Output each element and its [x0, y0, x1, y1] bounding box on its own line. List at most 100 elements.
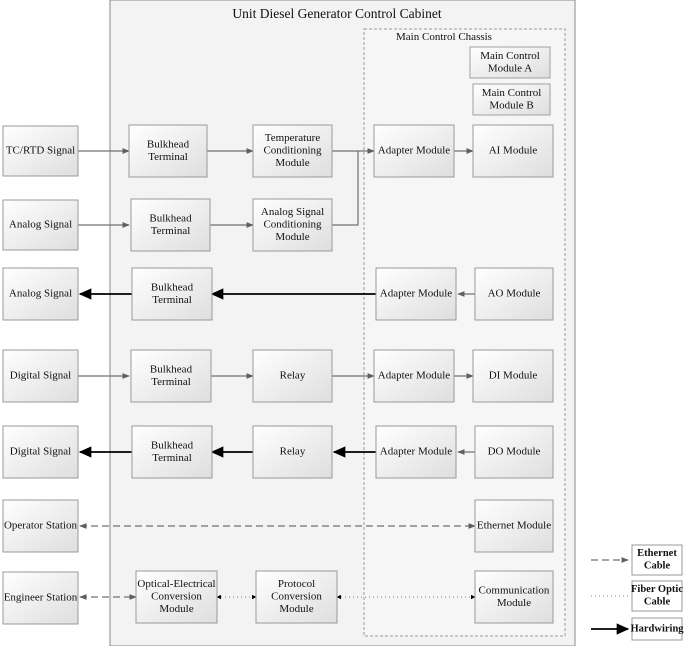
aomod-label-line: AO Module [488, 288, 541, 300]
legend-fiber-label-line: Cable [644, 597, 671, 608]
external-eng-box [2, 571, 79, 625]
ad4-label-line: Adapter Module [380, 446, 453, 458]
domod-box [474, 425, 554, 479]
ascm-label-line: Conditioning [263, 219, 322, 231]
connectors [78, 148, 476, 600]
relay2-block: Relay [252, 425, 333, 479]
relay1-box [252, 349, 333, 403]
mcma-label-line: Main Control [480, 50, 540, 62]
external-do-box [2, 425, 79, 479]
tcm-label-line: Conditioning [263, 145, 322, 157]
eth-box [474, 499, 554, 553]
bt3-label-line: Bulkhead [151, 281, 194, 293]
bt4-box [130, 349, 212, 403]
bt4-label-line: Terminal [151, 376, 191, 388]
bt5-label-line: Terminal [152, 452, 192, 464]
oec-label-line: Conversion [151, 591, 202, 603]
ad3-box [373, 349, 455, 403]
legend-fiber-box [631, 580, 683, 612]
external-ao-label-line: Analog Signal [9, 288, 72, 300]
relay1-label-line: Relay [280, 370, 306, 382]
domod-block: DO Module [474, 425, 554, 479]
legend-eth-label-line: Ethernet [637, 548, 677, 559]
domod-label-line: DO Module [488, 446, 541, 458]
comm-label-line: Module [497, 597, 531, 609]
external-di-block: Digital Signal [2, 349, 79, 403]
ascm-box [252, 198, 333, 252]
external-tc-block: TC/RTD Signal [2, 125, 79, 177]
bt5-box [131, 425, 213, 479]
ad3-block: Adapter Module [373, 349, 455, 403]
mcma-label-line: Module A [488, 62, 532, 74]
mcma-box [469, 46, 551, 79]
ad1-label-line: Adapter Module [378, 145, 451, 157]
tcm-label-line: Module [275, 157, 309, 169]
pcm-box [255, 570, 338, 624]
bt1-label-line: Bulkhead [147, 138, 190, 150]
bt1-label-line: Terminal [148, 151, 188, 163]
ad3-label-line: Adapter Module [378, 370, 451, 382]
aomod-block: AO Module [474, 267, 554, 321]
ad1-block: Adapter Module [373, 124, 455, 178]
aimod-label-line: AI Module [489, 145, 538, 157]
dimod-box [472, 349, 554, 403]
legend-hard-block: Hardwiring [630, 617, 684, 641]
aomod-box [474, 267, 554, 321]
external-eng-block: Engineer Station [2, 571, 79, 625]
tcm-box [252, 124, 333, 178]
external-op-label-line: Operator Station [4, 520, 78, 532]
mcmb-label-line: Main Control [482, 87, 542, 99]
bt1-box [128, 124, 208, 178]
bt2-box [130, 198, 211, 252]
cabinet-title: Unit Diesel Generator Control Cabinet [232, 6, 441, 21]
dimod-block: DI Module [472, 349, 554, 403]
external-do-label-line: Digital Signal [10, 446, 71, 458]
oec-label-line: Module [159, 603, 193, 615]
oec-box [135, 570, 218, 624]
tcm-label-line: Temperature [265, 132, 321, 144]
ad4-block: Adapter Module [375, 425, 457, 479]
external-ai-label-line: Analog Signal [9, 219, 72, 231]
pcm-label-line: Conversion [271, 591, 322, 603]
bt2-label-line: Bulkhead [149, 212, 192, 224]
eth-block: Ethernet Module [474, 499, 554, 553]
comm-label-line: Communication [479, 584, 550, 596]
external-ai-block: Analog Signal [2, 199, 79, 251]
legend-eth-label-line: Cable [644, 561, 671, 572]
chassis-title: Main Control Chassis [396, 31, 492, 43]
ascm-label-line: Analog Signal [261, 206, 324, 218]
bt3-box [131, 267, 213, 321]
external-do-block: Digital Signal [2, 425, 79, 479]
external-di-box [2, 349, 79, 403]
oec-label-line: Optical-Electrical [137, 578, 215, 590]
legend-hard-label-line: Hardwiring [630, 623, 684, 634]
relay2-label-line: Relay [280, 446, 306, 458]
ad1-box [373, 124, 455, 178]
pcm-label-line: Module [279, 603, 313, 615]
mcmb-box [472, 83, 551, 116]
ad4-box [375, 425, 457, 479]
bt3-label-line: Terminal [152, 294, 192, 306]
external-eng-label-line: Engineer Station [4, 592, 78, 604]
bt5-label-line: Bulkhead [151, 439, 194, 451]
external-ao-block: Analog Signal [2, 267, 79, 321]
ad2-box [375, 267, 457, 321]
legend-hard-box [631, 617, 683, 641]
conn-ascm-merge [332, 151, 359, 226]
ad2-block: Adapter Module [375, 267, 457, 321]
aimod-box [472, 124, 554, 178]
